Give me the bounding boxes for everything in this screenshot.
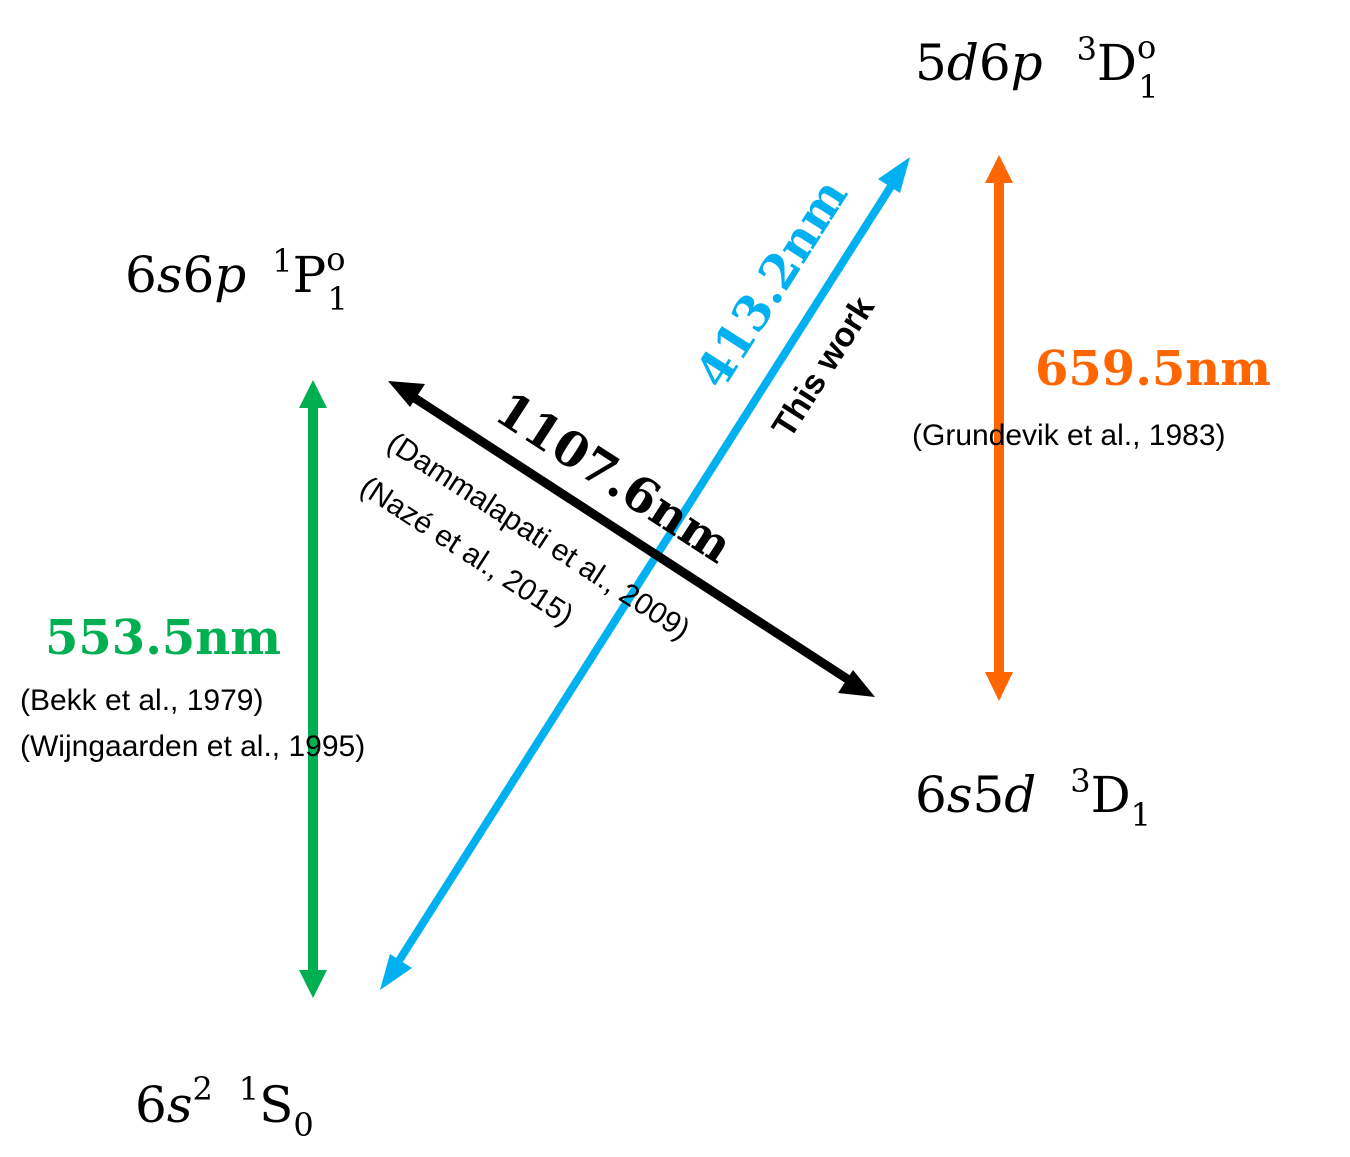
orange-wavelength-label: 659.5nm [1035,341,1271,397]
blue-transition-arrow [380,157,910,990]
level-label-6s5d: 6s5d 3D1 [915,762,1151,834]
green-ref-2: (Wijngaarden et al., 1995) [20,730,365,763]
energy-levels [238,123,1083,1028]
orange-ref: (Grundevik et al., 1983) [912,419,1226,452]
green-transition-arrow [299,380,327,998]
black-transition-arrow [388,381,875,697]
orange-transition-arrow [985,155,1013,701]
green-wavelength-label: 553.5nm [45,610,281,666]
green-ref-1: (Bekk et al., 1979) [20,684,263,717]
level-label-6s2: 6s2 1S0 [135,1054,314,1144]
